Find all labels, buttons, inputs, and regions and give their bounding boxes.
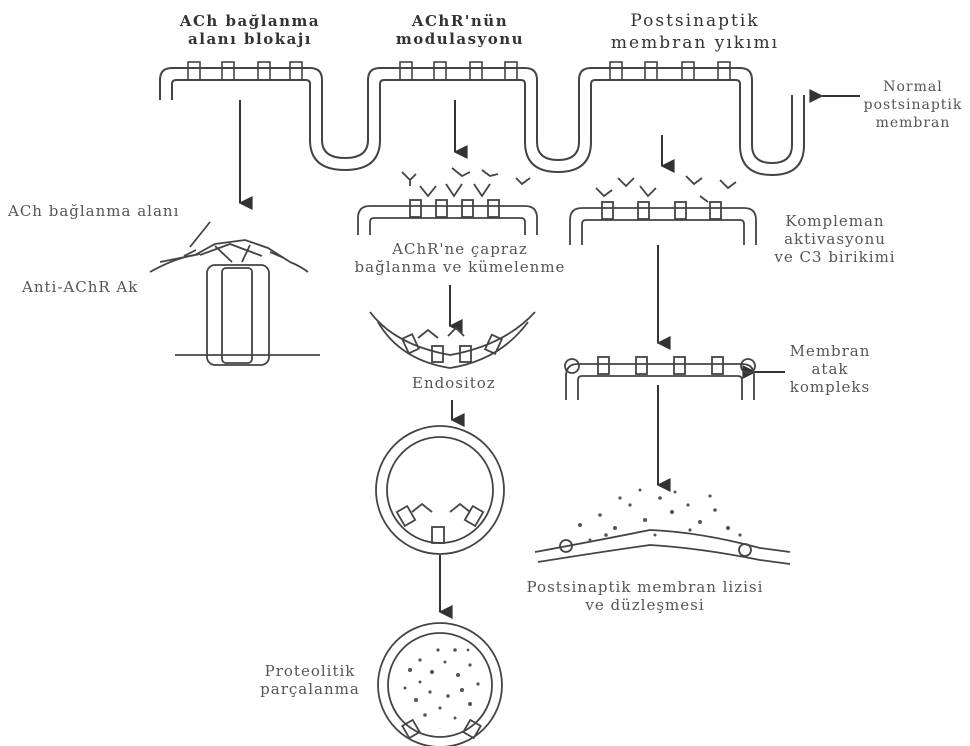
label-complement-line3: ve C3 birikimi	[760, 248, 910, 266]
label-normal-line3: membran	[858, 114, 968, 132]
label-normal-line2: postsinaptik	[858, 96, 968, 114]
normal-postsynaptic-membrane	[160, 62, 804, 175]
label-lysis-line2: ve düzleşmesi	[500, 596, 790, 614]
header-col2: AChR'nün modulasyonu	[390, 12, 530, 48]
crosslinking-membrane	[358, 168, 537, 235]
flow-arrows	[240, 96, 860, 612]
label-mac: Membran atak kompleks	[775, 342, 885, 396]
label-normal-line1: Normal	[858, 78, 968, 96]
label-crosslinking: AChR'ne çapraz bağlanma ve kümelenme	[345, 240, 575, 276]
header-col3-line2: membran yıkımı	[600, 32, 790, 54]
mac-membrane	[565, 357, 755, 400]
blocked-receptor-illustration	[150, 222, 320, 365]
complement-membrane	[570, 176, 756, 245]
label-crosslinking-line2: bağlanma ve kümelenme	[345, 258, 575, 276]
lysed-membrane	[535, 489, 790, 565]
endocytosis-membrane	[370, 312, 535, 368]
header-col1-line1: ACh bağlanma	[170, 12, 330, 30]
label-lysis-line1: Postsinaptik membran lizisi	[500, 578, 790, 596]
header-col3: Postsinaptik membran yıkımı	[600, 10, 790, 54]
label-mac-line2: atak	[775, 360, 885, 378]
label-mac-line1: Membran	[775, 342, 885, 360]
header-col2-line1: AChR'nün	[390, 12, 530, 30]
header-col1-line2: alanı blokajı	[170, 30, 330, 48]
label-endocytosis: Endositoz	[412, 374, 496, 392]
label-ach-binding-site: ACh bağlanma alanı	[8, 202, 179, 220]
header-col1: ACh bağlanma alanı blokajı	[170, 12, 330, 48]
label-complement: Kompleman aktivasyonu ve C3 birikimi	[760, 212, 910, 266]
label-proteolytic-line1: Proteolitik	[250, 662, 370, 680]
label-lysis: Postsinaptik membran lizisi ve düzleşmes…	[500, 578, 790, 614]
proteolysis-vesicle	[378, 623, 502, 746]
label-proteolytic: Proteolitik parçalanma	[250, 662, 370, 698]
endocytic-vesicle	[376, 426, 504, 554]
label-anti-achr: Anti-AChR Ak	[22, 278, 138, 296]
label-normal-membrane: Normal postsinaptik membran	[858, 78, 968, 132]
label-crosslinking-line1: AChR'ne çapraz	[345, 240, 575, 258]
label-complement-line1: Kompleman	[760, 212, 910, 230]
header-col2-line2: modulasyonu	[390, 30, 530, 48]
header-col3-line1: Postsinaptik	[600, 10, 790, 32]
label-mac-line3: kompleks	[775, 378, 885, 396]
label-proteolytic-line2: parçalanma	[250, 680, 370, 698]
label-complement-line2: aktivasyonu	[760, 230, 910, 248]
